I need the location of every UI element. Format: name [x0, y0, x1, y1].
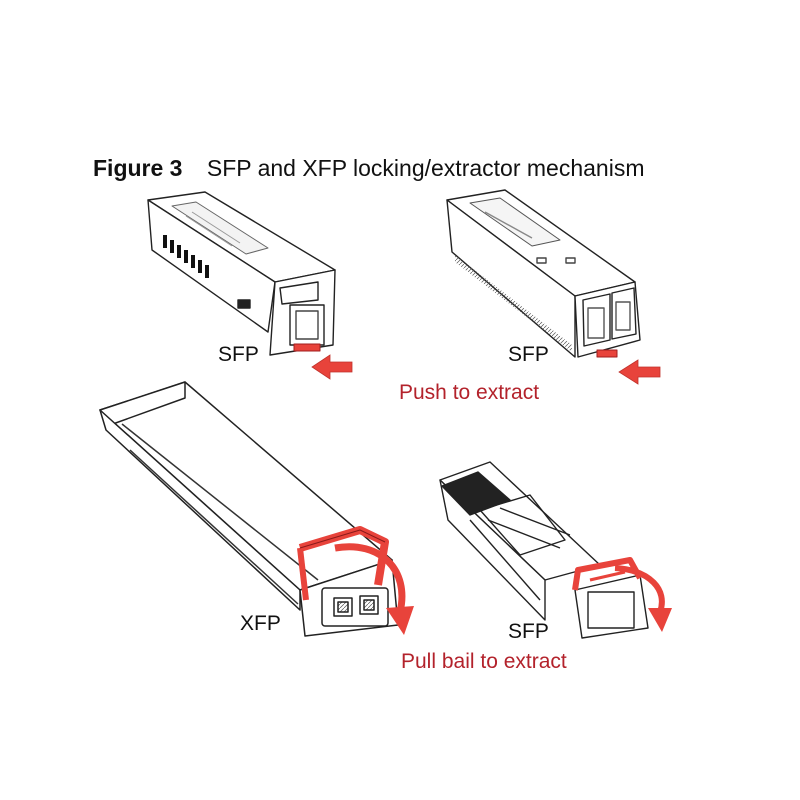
figure-caption-text: SFP and XFP locking/extractor mechanism — [206, 155, 645, 181]
xfp-module — [99, 381, 399, 637]
curved-pull-arrow-icon — [614, 565, 672, 632]
label-xfp: XFP — [240, 612, 281, 635]
curved-pull-arrow-icon — [334, 543, 414, 635]
label-sfp-bail: SFP — [508, 620, 549, 643]
push-arrow-icon — [618, 359, 661, 385]
label-sfp-top-left: SFP — [218, 343, 259, 366]
figure-title: Figure 3 SFP and XFP locking/extractor m… — [93, 155, 644, 182]
sfp-module-bail — [439, 461, 649, 639]
sfp-module-top-left — [147, 191, 336, 356]
sfp-module-top-right — [446, 189, 641, 358]
figure-number: Figure 3 — [93, 155, 183, 181]
push-arrow-icon — [311, 354, 353, 380]
caption-push-to-extract: Push to extract — [399, 381, 540, 404]
caption-pull-bail-to-extract: Pull bail to extract — [401, 650, 567, 673]
label-sfp-top-right: SFP — [508, 343, 549, 366]
